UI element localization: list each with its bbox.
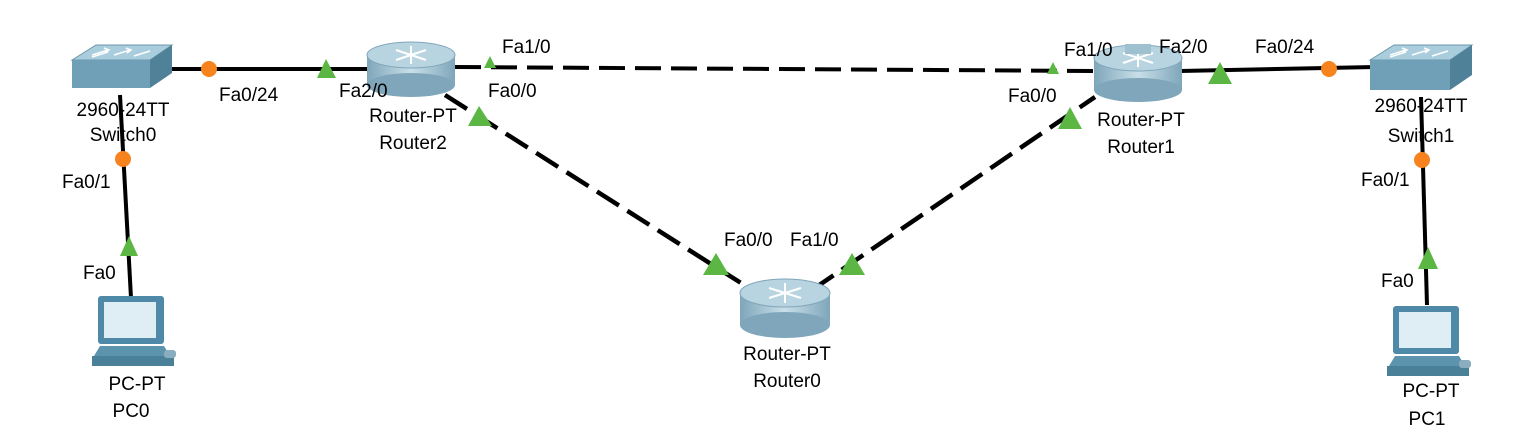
port-status-pc0-fa0 [120, 236, 138, 256]
pc1-name-label: PC1 [1408, 409, 1446, 430]
port-label-sw0-fa01: Fa0/1 [62, 172, 111, 193]
links [118, 65, 1429, 306]
port-status-r2-fa10 [484, 56, 496, 68]
port-status-sw0-fa01 [115, 151, 131, 167]
link-switch0-pc0[interactable] [118, 94, 133, 299]
port-status-r0-fa10 [839, 253, 865, 275]
router2-model-label: Router-PT [369, 106, 457, 127]
port-indicators [115, 56, 1438, 275]
switch0-icon[interactable] [70, 44, 174, 88]
port-status-sw1-fa01 [1414, 152, 1430, 168]
port-label-sw1-fa024: Fa0/24 [1255, 37, 1315, 58]
pc1-model-label: PC-PT [1402, 381, 1460, 402]
router0-model-label: Router-PT [743, 344, 831, 365]
port-status-r1-fa20 [1208, 62, 1232, 84]
router1-model-label: Router-PT [1097, 110, 1185, 131]
port-label-r1-fa20: Fa2/0 [1159, 37, 1208, 58]
router0-icon[interactable] [739, 278, 831, 338]
port-label-r1-fa00: Fa0/0 [1008, 86, 1057, 107]
port-status-sw1-fa024 [1321, 61, 1337, 77]
port-status-r1-fa00 [1058, 107, 1082, 129]
link-router2-router0[interactable] [443, 93, 754, 292]
link-router1-switch1[interactable] [1179, 65, 1376, 73]
port-label-sw0-fa024: Fa0/24 [219, 85, 279, 106]
router1-icon[interactable] [1093, 44, 1183, 102]
port-label-r2-fa20: Fa2/0 [339, 81, 388, 102]
port-label-pc0-fa0: Fa0 [83, 263, 116, 284]
switch1-icon[interactable] [1368, 44, 1474, 90]
port-label-r2-fa10: Fa1/0 [502, 37, 551, 58]
port-status-sw0-fa024 [201, 61, 217, 77]
pc0-model-label: PC-PT [108, 374, 166, 395]
pc1-icon[interactable] [1387, 306, 1471, 376]
port-label-r2-fa00: Fa0/0 [488, 81, 537, 102]
link-router2-router1[interactable] [454, 65, 1096, 73]
port-label-r0-fa10: Fa1/0 [790, 230, 839, 251]
port-label-pc1-fa0: Fa0 [1381, 271, 1414, 292]
switch1-name-label: Switch1 [1387, 126, 1455, 147]
port-label-sw1-fa01: Fa0/1 [1361, 170, 1410, 191]
port-status-r1-fa10 [1047, 62, 1059, 74]
router2-name-label: Router2 [379, 133, 447, 154]
port-status-r0-fa00 [703, 253, 729, 275]
link-switch1-pc1[interactable] [1419, 96, 1429, 306]
port-status-r2-fa20 [317, 59, 336, 78]
switch0-model-label: 2960-24TT [76, 100, 170, 121]
router0-name-label: Router0 [753, 371, 821, 392]
switch0-name-label: Switch0 [89, 125, 157, 146]
link-router0-router1[interactable] [810, 95, 1097, 292]
port-status-pc1-fa0 [1418, 247, 1438, 269]
router1-name-label: Router1 [1107, 137, 1175, 158]
port-status-r2-fa00 [468, 106, 492, 126]
router2-icon[interactable] [366, 41, 456, 97]
port-label-r1-fa10: Fa1/0 [1064, 40, 1113, 61]
switch1-model-label: 2960-24TT [1374, 96, 1468, 117]
pc0-icon[interactable] [92, 296, 176, 366]
port-label-r0-fa00: Fa0/0 [724, 230, 773, 251]
pc0-name-label: PC0 [112, 401, 150, 422]
